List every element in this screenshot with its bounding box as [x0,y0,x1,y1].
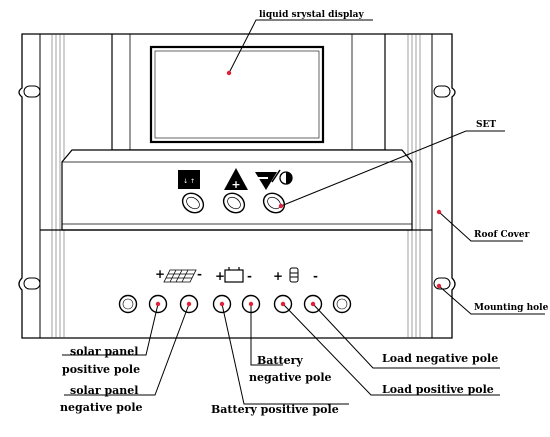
label-lcd: liquid srystal display [259,10,364,20]
battery-icon [224,267,244,283]
solar-plus-sign: + [155,267,166,281]
label-battery-positive: Battery positive pole [211,403,339,416]
svg-text:+: + [231,178,240,191]
label-battery-negative-1: Battery [257,354,303,367]
terminal-left-screw [118,294,138,314]
label-roof-cover: Roof Cover [474,230,530,240]
menu-key-icon: ↓ ↑ [178,170,200,189]
svg-text:↓ ↑: ↓ ↑ [183,178,195,185]
solar-panel-icon [163,269,197,283]
keypad-buttons [181,192,286,214]
terminal-right-screw [332,294,352,314]
label-mounting-hole: Mounting hole [474,303,549,313]
battery-minus-sign: - [247,269,252,283]
load-plus-sign: + [273,269,284,283]
solar-minus-sign: - [197,267,202,281]
lcd-screen [149,45,325,144]
pointer-dots [155,70,442,307]
label-solar-negative-1: solar panel [70,384,139,397]
plus-triangle-icon: + [224,168,248,191]
label-solar-positive-2: positive pole [62,363,141,376]
label-load-negative: Load negative pole [382,352,499,365]
pointer-lines [62,19,545,405]
minus-lamp-icon [255,169,293,190]
load-minus-sign: - [313,269,318,283]
label-load-positive: Load positive pole [382,383,494,396]
label-set: SET [476,120,497,130]
battery-plus-sign: + [215,269,226,283]
label-battery-negative-2: negative pole [249,371,332,384]
label-solar-positive-1: solar panel [70,345,139,358]
label-solar-negative-2: negative pole [60,401,143,414]
lamp-icon [289,267,299,283]
